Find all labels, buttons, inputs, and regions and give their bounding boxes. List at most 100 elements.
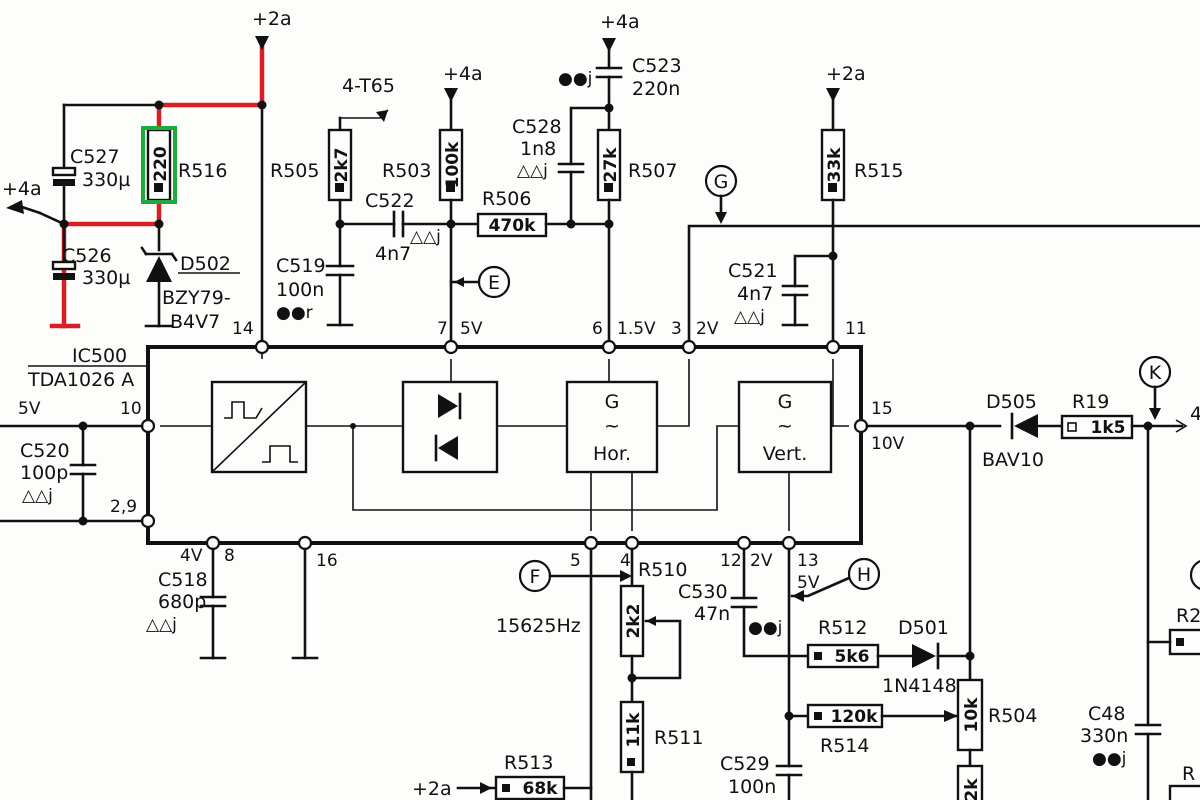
svg-text:G: G (714, 171, 729, 193)
svg-text:C526: C526 (62, 245, 112, 267)
junction (604, 103, 614, 113)
svg-text:R503: R503 (382, 160, 431, 182)
ic-internal-wiring (160, 347, 849, 531)
svg-text:5V: 5V (797, 573, 820, 593)
svg-text:C529: C529 (720, 753, 770, 775)
filter-block (210, 380, 308, 474)
svg-text:R513: R513 (504, 752, 553, 774)
right-edge-components: C48 330n ●●j R2 R (1080, 424, 1200, 800)
svg-text:●●r: ●●r (276, 303, 313, 323)
svg-text:4: 4 (620, 551, 631, 571)
trimmer-r510: 2k2 R510 (619, 547, 687, 704)
ic-pin-labels: 14 7 5V 6 1.5V 3 2V 11 10 5V 2,9 15 10V … (18, 319, 905, 593)
svg-text:+4a: +4a (443, 63, 483, 85)
svg-text:4V: 4V (180, 546, 203, 566)
svg-text:△△j: △△j (410, 227, 441, 247)
svg-text:2V: 2V (696, 319, 719, 339)
svg-text:3: 3 (671, 319, 682, 339)
capacitor-c526: C526 330µ (51, 222, 130, 289)
svg-text:13: 13 (797, 551, 819, 571)
svg-text:8: 8 (224, 546, 235, 566)
svg-text:680p: 680p (158, 591, 206, 613)
svg-text:2k2: 2k2 (624, 604, 644, 639)
svg-text:G: G (778, 391, 793, 413)
junction (604, 219, 614, 229)
svg-text:4n7: 4n7 (737, 283, 773, 305)
svg-text:R504: R504 (988, 705, 1037, 727)
svg-text:R515: R515 (854, 160, 903, 182)
svg-text:F: F (530, 566, 541, 588)
capacitor-c522: C522 4n7 △△j (338, 190, 453, 265)
c518-branch: C518 680p △△j (146, 547, 319, 660)
r507-branch: +4a C523 220n ●●j 27k R507 (558, 11, 682, 349)
svg-text:220: 220 (151, 146, 171, 182)
svg-text:R19: R19 (1072, 391, 1109, 413)
svg-text:100p: 100p (20, 462, 68, 484)
svg-text:10k: 10k (962, 697, 982, 733)
svg-text:11: 11 (845, 319, 867, 339)
ic500-body: IC500 TDA1026 A (27, 345, 863, 545)
resistor-r506: 470k R506 (449, 188, 611, 238)
svg-text:C519: C519 (276, 255, 326, 277)
svg-text:D501: D501 (898, 617, 949, 639)
svg-text:△△j: △△j (734, 307, 765, 327)
svg-text:B4V7: B4V7 (170, 311, 220, 333)
svg-text:15625Hz: 15625Hz (496, 615, 581, 637)
svg-text:●●j: ●●j (748, 618, 782, 638)
svg-text:47n: 47n (694, 603, 730, 625)
svg-text:+2a: +2a (252, 8, 292, 30)
svg-text:Vert.: Vert. (763, 443, 808, 465)
svg-text:C528: C528 (512, 116, 562, 138)
svg-text:R507: R507 (628, 160, 677, 182)
r505-branch: 4-T65 2k7 R505 C519 100n ●●r (270, 75, 395, 327)
svg-text:220n: 220n (632, 78, 680, 100)
svg-text:6: 6 (592, 319, 603, 339)
svg-text:68k: 68k (523, 779, 559, 799)
svg-text:C521: C521 (728, 260, 778, 282)
junction (627, 673, 637, 683)
node-f: F 15625Hz (496, 559, 632, 637)
svg-text:100n: 100n (728, 776, 776, 798)
svg-text:●●j: ●●j (1092, 749, 1126, 769)
svg-text:1N4148: 1N4148 (882, 675, 957, 697)
svg-text:12: 12 (720, 551, 742, 571)
svg-text:4n7: 4n7 (375, 243, 411, 265)
junction (154, 219, 164, 229)
svg-text:100n: 100n (276, 279, 324, 301)
horizontal-oscillator-block: G ~ Hor. (565, 380, 659, 474)
svg-text:1.5V: 1.5V (617, 319, 656, 339)
svg-text:33k: 33k (825, 147, 845, 183)
svg-text:1n8: 1n8 (520, 138, 556, 160)
svg-text:R510: R510 (638, 559, 687, 581)
svg-text:C48: C48 (1088, 703, 1125, 725)
input-c520-branch: C520 100p △△j (0, 424, 144, 523)
node-g: G (687, 164, 1200, 349)
svg-text:2V: 2V (750, 551, 773, 571)
svg-text:G: G (605, 391, 620, 413)
svg-text:IC500: IC500 (72, 345, 127, 367)
detector-block (401, 380, 499, 474)
svg-text:C522: C522 (365, 190, 415, 212)
svg-text:R514: R514 (820, 735, 869, 757)
svg-text:14: 14 (232, 319, 254, 339)
resistor-r511: 11k R511 (619, 700, 703, 800)
svg-text:5V: 5V (18, 399, 41, 419)
svg-text:△△j: △△j (22, 486, 53, 506)
svg-text:+2a: +2a (826, 63, 866, 85)
svg-text:1k5: 1k5 (1091, 418, 1126, 438)
junction (350, 423, 356, 429)
highlight-box-r516 (141, 126, 177, 204)
svg-text:4: 4 (1190, 403, 1200, 425)
svg-text:C520: C520 (20, 440, 70, 462)
svg-text:100k: 100k (443, 141, 463, 188)
svg-text:D502: D502 (180, 253, 231, 275)
svg-text:●●j: ●●j (558, 69, 592, 89)
svg-text:R516: R516 (178, 160, 227, 182)
output-d505-r19: D505 BAV10 1k5 R19 4 (865, 391, 1200, 471)
node-e: E (449, 265, 511, 299)
svg-text:4-T65: 4-T65 (342, 75, 395, 97)
resistor-r516: 220 R516 (146, 128, 227, 202)
svg-text:10: 10 (120, 399, 142, 419)
svg-text:330n: 330n (1080, 725, 1128, 747)
